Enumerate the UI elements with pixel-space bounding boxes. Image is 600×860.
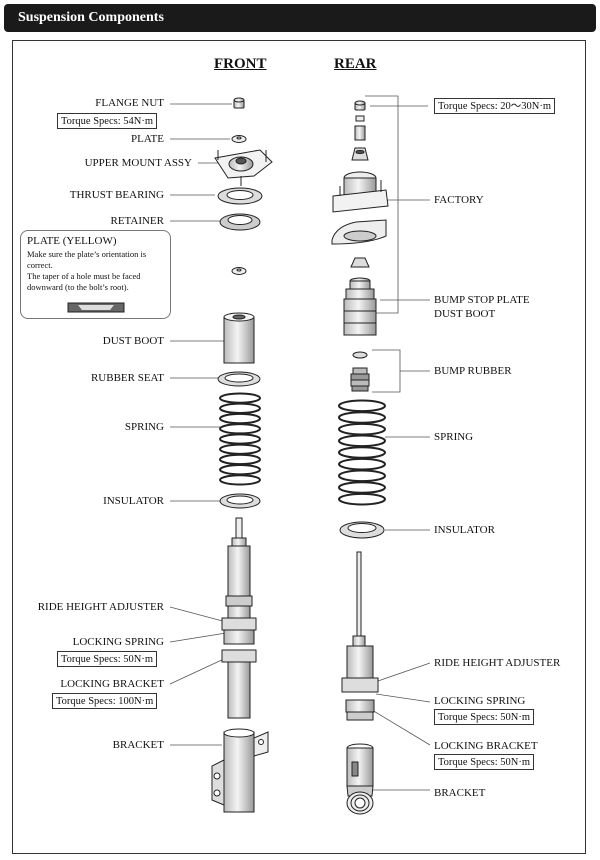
spring-coil — [338, 457, 386, 471]
rear-bracket — [346, 743, 374, 815]
rear-spring — [338, 399, 386, 506]
spring-coil — [219, 402, 261, 414]
label-locking-spring-front: LOCKING SPRING — [72, 636, 164, 648]
label-dust-boot-front: DUST BOOT — [102, 335, 164, 347]
front-retainer — [219, 213, 261, 231]
rear-heading: REAR — [334, 56, 377, 72]
spring-coil — [338, 411, 386, 424]
plate-note-line1: Make sure the plate’s orientation is cor… — [27, 249, 147, 270]
front-rubber-seat — [217, 371, 261, 387]
front-flange-nut — [233, 97, 245, 109]
section-header: Suspension Components — [4, 4, 596, 32]
rear-nut — [354, 100, 366, 111]
spring-coil — [219, 392, 261, 404]
rear-bushing — [354, 125, 366, 141]
spring-coil — [219, 443, 261, 455]
spring-coil — [219, 464, 261, 476]
spring-coil — [338, 481, 386, 494]
front-insulator — [219, 493, 261, 509]
spring-coil — [338, 422, 386, 436]
spring-coil — [338, 469, 386, 483]
label-locking-bracket-rear-torque: Torque Specs: 50N·m — [434, 754, 534, 770]
rear-factory-seat — [331, 219, 387, 245]
spring-coil — [219, 412, 261, 425]
plate-note-line2: The taper of a hole must be faced downwa… — [27, 271, 141, 292]
spring-coil — [338, 399, 386, 413]
label-spring-rear: SPRING — [434, 431, 474, 443]
label-bump-stop-plate: BUMP STOP PLATE — [434, 294, 530, 306]
front-spring — [219, 392, 261, 486]
rear-insulator — [339, 521, 385, 539]
label-locking-spring-front-torque: Torque Specs: 50N·m — [57, 651, 157, 667]
label-plate: PLATE — [131, 133, 164, 145]
front-upper-mount — [214, 149, 273, 186]
label-locking-bracket-front-torque: Torque Specs: 100N·m — [52, 693, 158, 709]
label-locking-bracket-front: LOCKING BRACKET — [60, 678, 164, 690]
spring-coil — [219, 474, 261, 486]
spring-coil — [219, 433, 261, 445]
label-bracket-rear: BRACKET — [434, 787, 486, 799]
rear-leader-lines — [365, 95, 431, 791]
front-bracket — [211, 728, 269, 813]
label-locking-spring-rear: LOCKING SPRING — [434, 695, 526, 707]
diagram-frame — [12, 40, 586, 854]
spring-coil — [338, 492, 386, 506]
label-rear-top-torque: Torque Specs: 20〜30N·m — [434, 98, 555, 114]
label-insulator-front: INSULATOR — [103, 495, 164, 507]
rear-bump-rubber — [350, 351, 370, 392]
label-bracket-front: BRACKET — [112, 739, 164, 751]
label-insulator-rear: INSULATOR — [434, 524, 495, 536]
rear-dust-boot — [343, 277, 377, 336]
front-yellow-plate — [231, 267, 247, 275]
front-shock-absorber — [221, 517, 257, 719]
plate-note-title: PLATE (YELLOW) — [27, 235, 117, 247]
label-upper-mount: UPPER MOUNT ASSY — [84, 157, 192, 169]
label-ride-height-rear: RIDE HEIGHT ADJUSTER — [434, 657, 561, 669]
label-locking-spring-rear-torque: Torque Specs: 50N·m — [434, 709, 534, 725]
spring-coil — [338, 434, 386, 448]
label-rubber-seat: RUBBER SEAT — [90, 372, 164, 384]
section-title: Suspension Components — [18, 10, 164, 25]
label-flange-nut-torque: Torque Specs: 54N·m — [57, 113, 157, 129]
plate-orientation-icon — [67, 302, 125, 313]
spring-coil — [219, 453, 261, 466]
rear-bump-stop-plate — [350, 257, 370, 268]
label-locking-bracket-rear: LOCKING BRACKET — [434, 740, 538, 752]
rear-factory-mount — [332, 171, 389, 213]
front-heading: FRONT — [214, 56, 267, 72]
label-retainer: RETAINER — [110, 215, 164, 227]
rear-washer — [355, 115, 365, 122]
plate-note: PLATE (YELLOW) Make sure the plate’s ori… — [20, 230, 171, 319]
rear-cone-rubber — [351, 147, 369, 161]
label-dust-boot-rear: DUST BOOT — [434, 308, 496, 320]
front-thrust-bearing — [217, 187, 263, 205]
label-bump-rubber: BUMP RUBBER — [434, 365, 512, 377]
label-ride-height-front: RIDE HEIGHT ADJUSTER — [37, 601, 164, 613]
front-dust-boot — [223, 312, 255, 364]
label-flange-nut: FLANGE NUT — [95, 97, 164, 109]
label-factory: FACTORY — [434, 194, 484, 206]
rear-shock-absorber — [341, 551, 379, 721]
label-spring-front: SPRING — [124, 421, 164, 433]
front-plate — [231, 135, 247, 143]
spring-coil — [338, 446, 386, 459]
label-thrust-bearing: THRUST BEARING — [69, 189, 164, 201]
front-leader-lines — [169, 103, 232, 746]
spring-coil — [219, 423, 261, 435]
